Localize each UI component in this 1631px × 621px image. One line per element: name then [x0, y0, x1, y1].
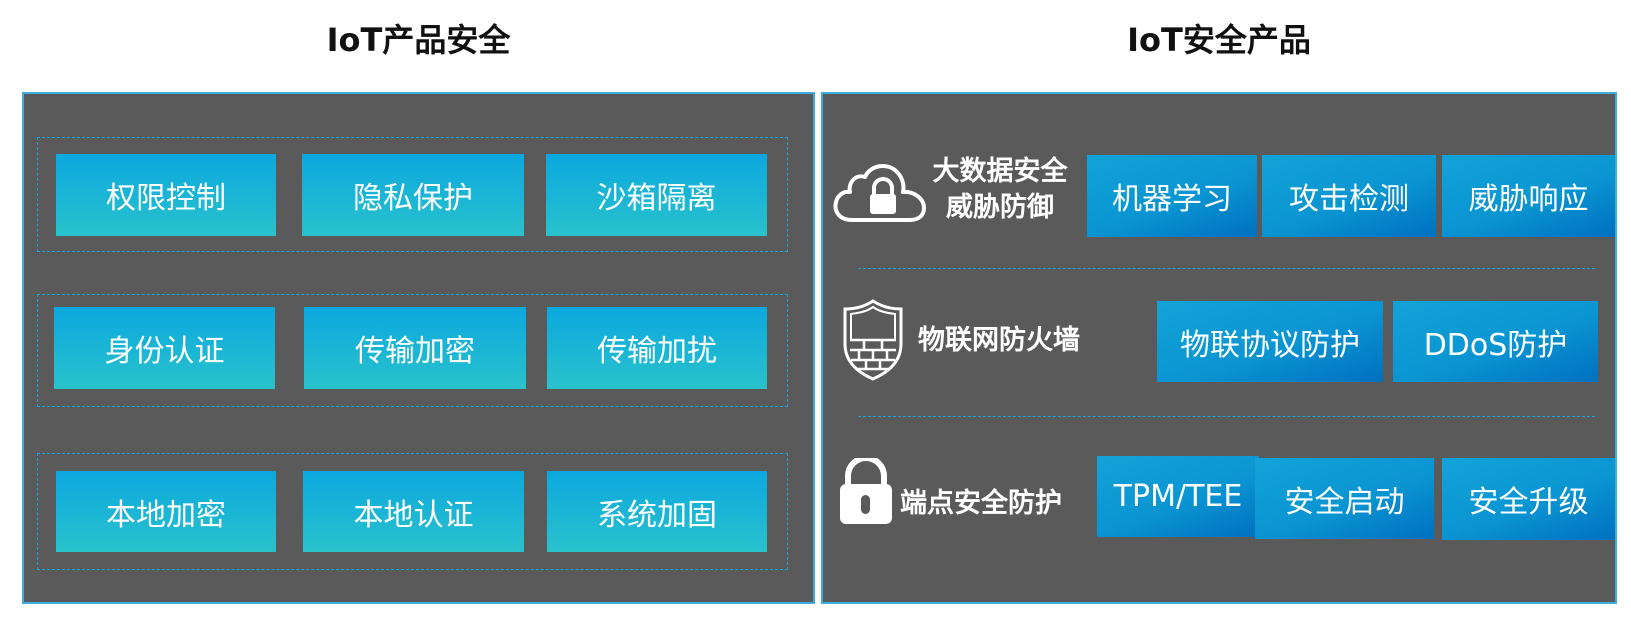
category-divider-1: [858, 268, 1595, 269]
iot-protocol-protection-box: 物联协议防护: [1157, 301, 1383, 382]
local-encryption-box: 本地加密: [56, 471, 276, 552]
category-label-line2: 威胁防御: [946, 192, 1054, 223]
sandbox-isolation-box: 沙箱隔离: [546, 154, 767, 236]
transmission-encryption-box: 传输加密: [304, 307, 526, 389]
system-hardening-box: 系统加固: [547, 471, 767, 552]
attack-detection-box: 攻击检测: [1262, 155, 1436, 237]
permission-control-box: 权限控制: [56, 154, 276, 236]
left-row-2-group: [37, 294, 788, 407]
left-row-1-group: [37, 137, 788, 252]
privacy-protection-box: 隐私保护: [302, 154, 524, 236]
big-data-threat-defense-label: 大数据安全 威胁防御: [915, 154, 1085, 226]
threat-response-box: 威胁响应: [1442, 155, 1615, 237]
cloud-lock-icon: [833, 164, 926, 222]
category-label-line1: 大数据安全: [932, 156, 1068, 187]
category-divider-2: [858, 416, 1595, 417]
machine-learning-box: 机器学习: [1087, 155, 1257, 237]
identity-authentication-box: 身份认证: [54, 307, 275, 389]
local-authentication-box: 本地认证: [303, 471, 524, 552]
left-row-3-group: [37, 453, 788, 570]
ddos-protection-box: DDoS防护: [1393, 301, 1598, 382]
secure-upgrade-box: 安全升级: [1442, 458, 1615, 540]
transmission-scrambling-box: 传输加扰: [547, 307, 767, 389]
secure-boot-box: 安全启动: [1255, 458, 1434, 539]
left-section-title: IoT产品安全: [326, 21, 511, 59]
shield-wall-icon: [843, 299, 903, 381]
tpm-tee-box: TPM/TEE: [1097, 456, 1259, 537]
endpoint-security-label: 端点安全防护: [900, 488, 1062, 519]
iot-firewall-label: 物联网防火墙: [918, 325, 1080, 356]
right-section-title: IoT安全产品: [1127, 21, 1311, 59]
padlock-icon: [840, 458, 892, 524]
